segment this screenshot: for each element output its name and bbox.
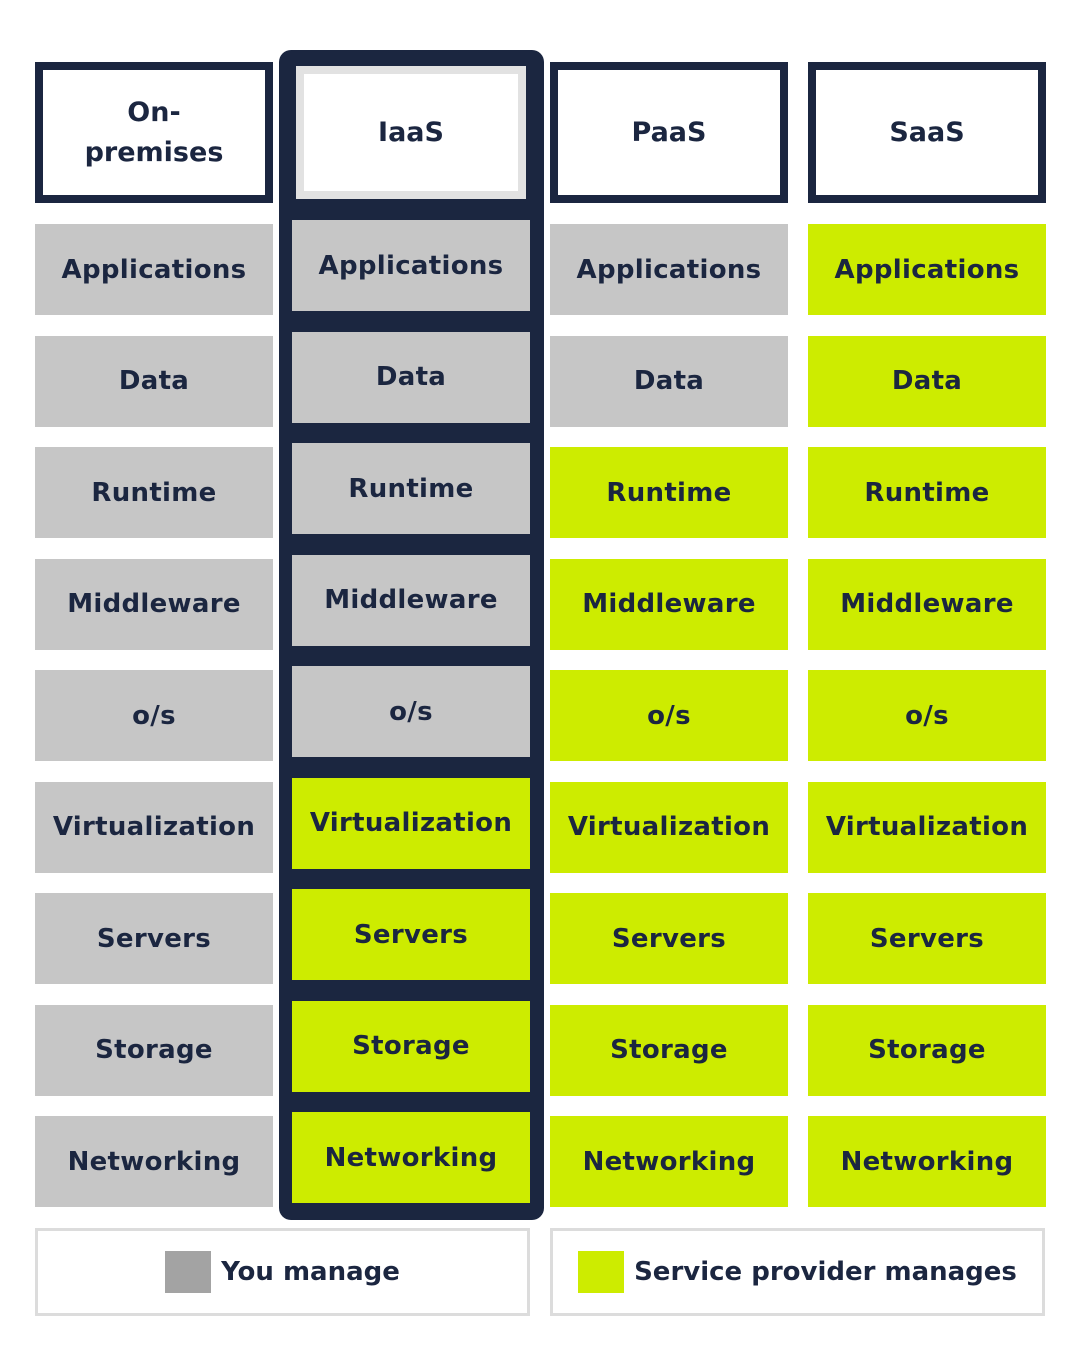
legend-you-manage: You manage — [35, 1228, 530, 1316]
column-header: SaaS — [808, 62, 1046, 203]
cell-servers: Servers — [292, 889, 530, 980]
cell-storage: Storage — [808, 1004, 1046, 1096]
cell-storage: Storage — [550, 1004, 788, 1096]
column-header: On- premises — [35, 62, 273, 203]
cell-o-s: o/s — [292, 666, 530, 757]
cell-virtualization: Virtualization — [550, 781, 788, 873]
cell-servers: Servers — [808, 893, 1046, 984]
cell-networking: Networking — [292, 1112, 530, 1203]
legend-label: You manage — [221, 1257, 400, 1287]
cell-storage: Storage — [35, 1004, 273, 1096]
cell-networking: Networking — [808, 1116, 1046, 1207]
cell-runtime: Runtime — [808, 447, 1046, 538]
cell-applications: Applications — [35, 224, 273, 315]
cell-applications: Applications — [292, 220, 530, 311]
cell-networking: Networking — [35, 1116, 273, 1207]
cell-middleware: Middleware — [808, 558, 1046, 650]
legend-swatch-gray — [165, 1251, 212, 1293]
cell-servers: Servers — [35, 893, 273, 984]
cell-virtualization: Virtualization — [35, 781, 273, 873]
cell-o-s: o/s — [35, 670, 273, 761]
cell-runtime: Runtime — [292, 443, 530, 534]
cell-data: Data — [35, 335, 273, 427]
column-title: SaaS — [889, 116, 965, 148]
cell-middleware: Middleware — [35, 558, 273, 650]
cell-runtime: Runtime — [35, 447, 273, 538]
cell-data: Data — [808, 335, 1046, 427]
cell-servers: Servers — [550, 893, 788, 984]
cell-middleware: Middleware — [550, 558, 788, 650]
column-header: PaaS — [550, 62, 788, 203]
legend-provider-manages: Service provider manages — [550, 1228, 1045, 1316]
cell-runtime: Runtime — [550, 447, 788, 538]
cell-middleware: Middleware — [292, 554, 530, 646]
cell-virtualization: Virtualization — [808, 781, 1046, 873]
cell-applications: Applications — [550, 224, 788, 315]
cell-data: Data — [292, 331, 530, 423]
cell-networking: Networking — [550, 1116, 788, 1207]
legend-swatch-lime — [578, 1251, 625, 1293]
cell-o-s: o/s — [550, 670, 788, 761]
column-title: On- premises — [84, 97, 224, 168]
column-title: PaaS — [631, 116, 707, 148]
column-title: IaaS — [378, 116, 444, 148]
cell-data: Data — [550, 335, 788, 427]
cell-applications: Applications — [808, 224, 1046, 315]
legend-label: Service provider manages — [634, 1257, 1017, 1287]
cell-virtualization: Virtualization — [292, 777, 530, 869]
cell-storage: Storage — [292, 1000, 530, 1092]
column-header: IaaS — [296, 66, 526, 199]
cell-o-s: o/s — [808, 670, 1046, 761]
